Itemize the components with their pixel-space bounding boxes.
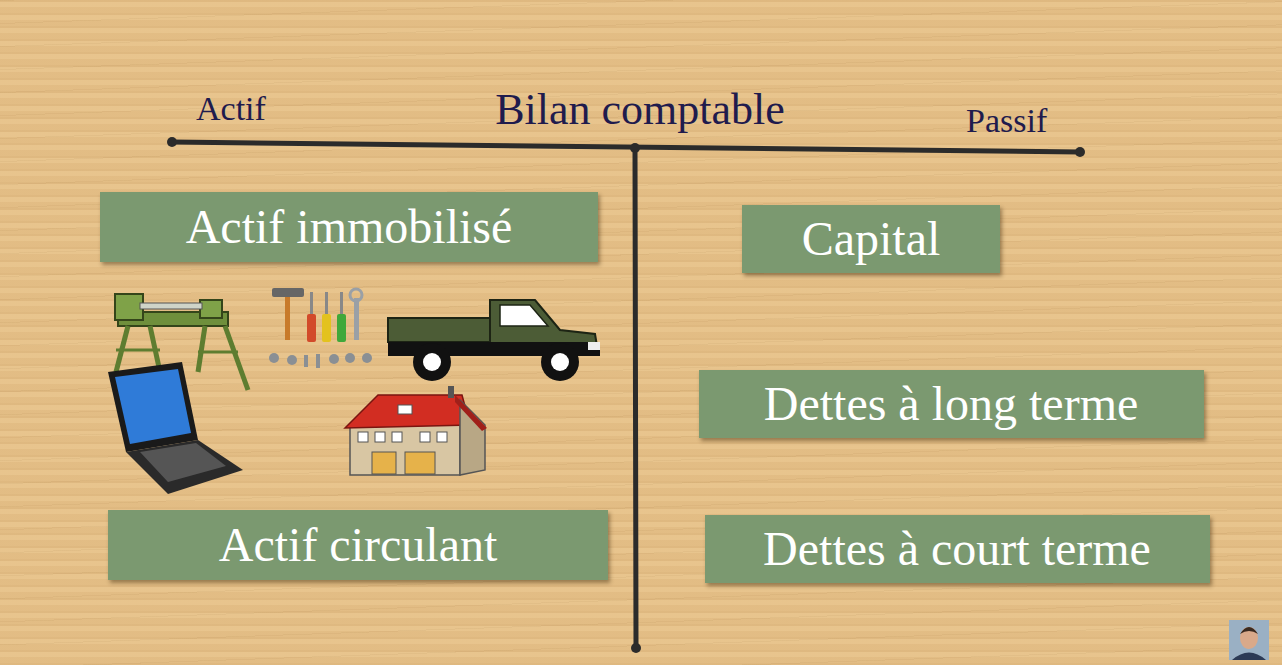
box-label: Actif immobilisé: [186, 201, 513, 254]
house-icon: [345, 386, 487, 475]
account-box: Capital: [742, 205, 1000, 273]
laptop-icon: [108, 362, 243, 494]
account-box: Dettes à court terme: [705, 515, 1210, 583]
box-label: Capital: [802, 213, 941, 266]
account-box: Actif circulant: [108, 510, 608, 580]
presenter-avatar: [1229, 620, 1269, 660]
column-label: Passif: [966, 102, 1047, 139]
truck-icon: [388, 300, 600, 381]
column-label: Actif: [196, 90, 266, 127]
account-box: Actif immobilisé: [100, 192, 598, 262]
box-label: Actif circulant: [219, 519, 498, 572]
box-label: Dettes à long terme: [764, 378, 1139, 431]
tools-icon: [269, 288, 372, 368]
diagram-title: Bilan comptable: [495, 86, 785, 134]
account-box: Dettes à long terme: [699, 370, 1204, 438]
box-label: Dettes à court terme: [763, 523, 1151, 576]
